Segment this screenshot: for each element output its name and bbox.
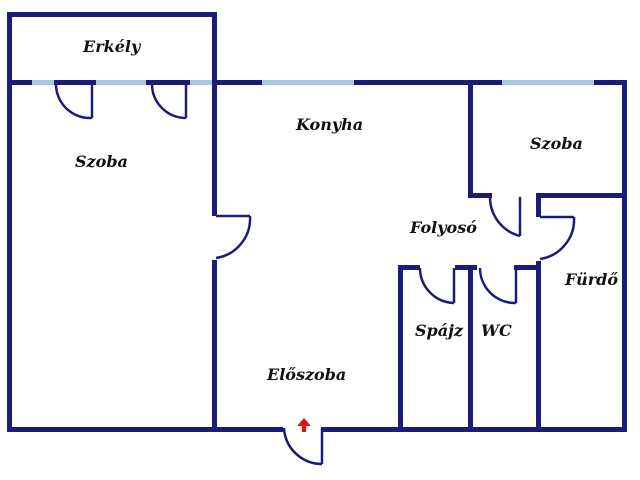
windows (32, 80, 594, 85)
up-arrow-icon (297, 418, 311, 432)
wall (468, 193, 492, 198)
wall (7, 12, 217, 17)
room-label-konyha: Konyha (295, 115, 363, 134)
window (502, 80, 594, 85)
room-label-spajz: Spájz (415, 321, 464, 340)
wall (214, 80, 262, 85)
wall (212, 12, 217, 86)
wall (7, 427, 283, 432)
window (262, 80, 354, 85)
walls (7, 12, 627, 432)
wall (514, 265, 541, 270)
wall (146, 80, 190, 85)
door (150, 83, 188, 120)
room-label-szoba-left: Szoba (75, 152, 128, 171)
door (54, 83, 94, 120)
door (539, 215, 576, 261)
door (478, 267, 518, 305)
wall (468, 80, 473, 198)
wall (7, 80, 32, 85)
wall (212, 80, 217, 216)
wall (321, 427, 627, 432)
wall (54, 80, 96, 85)
window (190, 80, 214, 85)
wall (398, 265, 403, 432)
wall (212, 260, 217, 432)
room-label-erkely: Erkély (82, 37, 142, 56)
wall (536, 193, 627, 198)
room-label-folyoso: Folyosó (409, 218, 477, 237)
door (215, 214, 252, 260)
door (488, 196, 522, 238)
wall (536, 193, 541, 217)
wall (455, 265, 477, 270)
doors (54, 83, 576, 466)
wall (536, 261, 541, 432)
window (32, 80, 54, 85)
wall (594, 80, 627, 85)
room-label-eloszoba: Előszoba (266, 365, 346, 384)
window (96, 80, 146, 85)
room-label-furdo: Fürdő (564, 270, 618, 289)
wall (622, 80, 627, 432)
room-label-szoba-right: Szoba (530, 134, 583, 153)
room-label-wc: WC (481, 321, 512, 340)
door (418, 267, 456, 305)
wall (468, 265, 473, 432)
door (282, 427, 324, 466)
wall (398, 265, 420, 270)
wall (7, 12, 12, 432)
wall (354, 80, 502, 85)
